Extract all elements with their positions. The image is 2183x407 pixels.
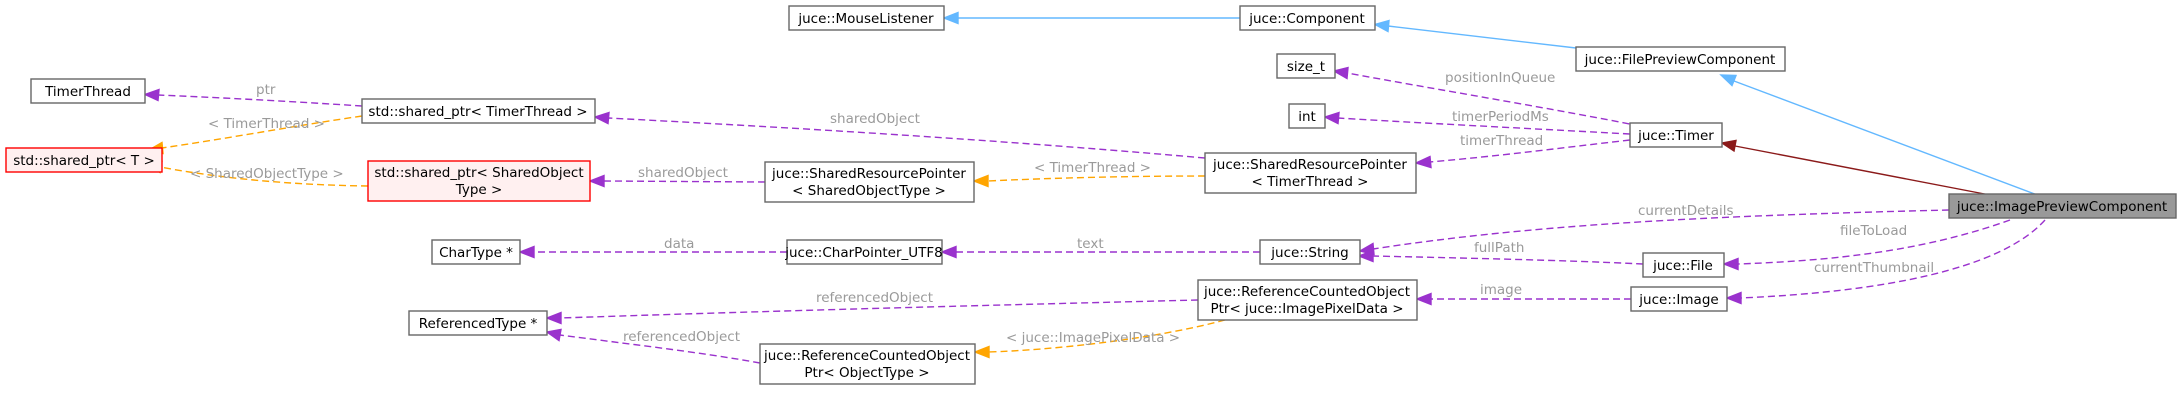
edge-referenced-object-2: referencedObject — [545, 328, 761, 364]
svg-text:juce::MouseListener: juce::MouseListener — [797, 11, 934, 27]
svg-text:int: int — [1298, 109, 1316, 125]
node-shared-resource-pointer-generic[interactable]: juce::SharedResourcePointer < SharedObje… — [764, 161, 975, 203]
svg-text:juce::SharedResourcePointer: juce::SharedResourcePointer — [1212, 157, 1407, 173]
edge-timer-thread: timerThread — [1414, 133, 1631, 169]
svg-text:juce::Timer: juce::Timer — [1637, 128, 1714, 144]
node-shared-ptr-t[interactable]: std::shared_ptr< T > — [5, 147, 163, 173]
svg-text:juce::Image: juce::Image — [1638, 292, 1718, 308]
node-int[interactable]: int — [1288, 103, 1326, 129]
node-char-pointer-utf8[interactable]: juce::CharPointer_UTF8 — [784, 239, 943, 265]
svg-text:std::shared_ptr< SharedObject: std::shared_ptr< SharedObject — [374, 165, 583, 181]
node-mouse-listener[interactable]: juce::MouseListener — [788, 5, 945, 31]
edge-label-referenced-object-2: referencedObject — [623, 329, 740, 345]
node-rc-ptr-object-type[interactable]: juce::ReferenceCountedObject Ptr< Object… — [759, 343, 976, 385]
node-component[interactable]: juce::Component — [1239, 5, 1376, 31]
edge-tpl-timer-thread-2: < TimerThread > — [972, 160, 1206, 188]
node-string[interactable]: juce::String — [1259, 239, 1361, 265]
edge-inherits-filepreview — [1719, 74, 2041, 197]
edge-label-tpl-shared-object-type: < SharedObjectType > — [190, 166, 344, 182]
svg-text:juce::ReferenceCountedObject: juce::ReferenceCountedObject — [763, 348, 970, 364]
edge-label-tpl-timer-thread-2: < TimerThread > — [1034, 160, 1151, 176]
svg-text:size_t: size_t — [1287, 59, 1325, 75]
edge-full-path: fullPath — [1357, 240, 1644, 265]
svg-text:juce::CharPointer_UTF8: juce::CharPointer_UTF8 — [784, 245, 943, 261]
edge-label-image: image — [1480, 282, 1522, 298]
edge-label-full-path: fullPath — [1474, 240, 1524, 256]
edge-label-referenced-object-1: referencedObject — [816, 290, 933, 306]
svg-text:Ptr< ObjectType >: Ptr< ObjectType > — [804, 365, 929, 381]
edge-referenced-object-1: referencedObject — [545, 290, 1199, 325]
edge-position-in-queue: positionInQueue — [1332, 66, 1641, 127]
svg-text:Ptr< juce::ImagePixelData >: Ptr< juce::ImagePixelData > — [1210, 301, 1403, 317]
edge-timer-period-ms: timerPeriodMs — [1323, 109, 1631, 135]
svg-text:Type >: Type > — [455, 182, 503, 198]
node-rc-ptr-image-pixel-data[interactable]: juce::ReferenceCountedObject Ptr< juce::… — [1197, 279, 1418, 321]
svg-text:juce::String: juce::String — [1270, 245, 1348, 261]
svg-text:juce::File: juce::File — [1652, 258, 1713, 274]
edge-tpl-timer-thread-1: < TimerThread > — [147, 115, 363, 155]
edge-shared-object-1: sharedObject — [593, 111, 1206, 159]
edge-image: image — [1415, 282, 1631, 306]
node-file[interactable]: juce::File — [1642, 252, 1725, 278]
edge-data: data — [518, 236, 787, 259]
edge-ptr: ptr — [143, 82, 363, 107]
svg-text:ReferencedType *: ReferencedType * — [419, 316, 538, 332]
edge-shared-object-2: sharedObject — [588, 165, 766, 188]
svg-text:juce::ReferenceCountedObject: juce::ReferenceCountedObject — [1203, 284, 1410, 300]
node-shared-ptr-timer-thread[interactable]: std::shared_ptr< TimerThread > — [361, 98, 596, 124]
edge-label-current-thumbnail: currentThumbnail — [1814, 260, 1934, 276]
node-referenced-type[interactable]: ReferencedType * — [408, 310, 548, 336]
svg-text:< SharedObjectType >: < SharedObjectType > — [792, 183, 946, 199]
svg-text:juce::SharedResourcePointer: juce::SharedResourcePointer — [771, 166, 966, 182]
edge-label-text: text — [1077, 236, 1104, 252]
edge-label-tpl-image-pixel-data: < juce::ImagePixelData > — [1006, 330, 1180, 346]
edge-label-ptr: ptr — [256, 82, 276, 98]
edge-label-position-in-queue: positionInQueue — [1445, 70, 1555, 86]
node-timer[interactable]: juce::Timer — [1629, 122, 1723, 148]
svg-text:juce::FilePreviewComponent: juce::FilePreviewComponent — [1584, 52, 1776, 68]
edge-label-data: data — [664, 236, 694, 252]
edge-label-shared-object-1: sharedObject — [830, 111, 920, 127]
node-shared-resource-pointer-timer-thread[interactable]: juce::SharedResourcePointer < TimerThrea… — [1204, 152, 1417, 194]
svg-text:TimerThread: TimerThread — [44, 84, 131, 100]
edge-current-thumbnail: currentThumbnail — [1725, 219, 2046, 305]
edge-label-tpl-timer-thread-1: < TimerThread > — [208, 116, 325, 132]
node-timer-thread[interactable]: TimerThread — [30, 78, 146, 104]
node-image[interactable]: juce::Image — [1630, 286, 1728, 312]
node-file-preview-component[interactable]: juce::FilePreviewComponent — [1575, 46, 1786, 72]
svg-text:juce::Component: juce::Component — [1248, 11, 1365, 27]
edge-inherits-timer — [1720, 139, 1996, 197]
edge-file-to-load: fileToLoad — [1722, 219, 2011, 271]
edge-label-timer-period-ms: timerPeriodMs — [1452, 109, 1549, 125]
svg-text:juce::ImagePreviewComponent: juce::ImagePreviewComponent — [1956, 199, 2167, 215]
node-shared-ptr-shared-object-type[interactable]: std::shared_ptr< SharedObject Type > — [367, 160, 591, 202]
svg-text:std::shared_ptr< TimerThread >: std::shared_ptr< TimerThread > — [368, 104, 587, 120]
edge-label-current-details: currentDetails — [1638, 203, 1734, 219]
svg-text:CharType *: CharType * — [439, 245, 513, 261]
edge-label-file-to-load: fileToLoad — [1840, 223, 1907, 239]
edge-inherits-component — [1373, 19, 1577, 49]
edge-label-timer-thread: timerThread — [1460, 133, 1543, 149]
edge-label-shared-object-2: sharedObject — [638, 165, 728, 181]
node-size-t[interactable]: size_t — [1276, 53, 1336, 79]
edge-tpl-image-pixel-data: < juce::ImagePixelData > — [973, 319, 1226, 359]
node-char-type[interactable]: CharType * — [431, 239, 521, 265]
svg-text:std::shared_ptr< T >: std::shared_ptr< T > — [13, 153, 155, 169]
svg-text:< TimerThread >: < TimerThread > — [1252, 174, 1369, 190]
edge-inherits-mouselistener — [942, 11, 1240, 25]
node-image-preview-component[interactable]: juce::ImagePreviewComponent — [1948, 193, 2177, 219]
edge-text: text — [940, 236, 1260, 259]
edge-tpl-shared-object-type: < SharedObjectType > — [146, 160, 369, 187]
